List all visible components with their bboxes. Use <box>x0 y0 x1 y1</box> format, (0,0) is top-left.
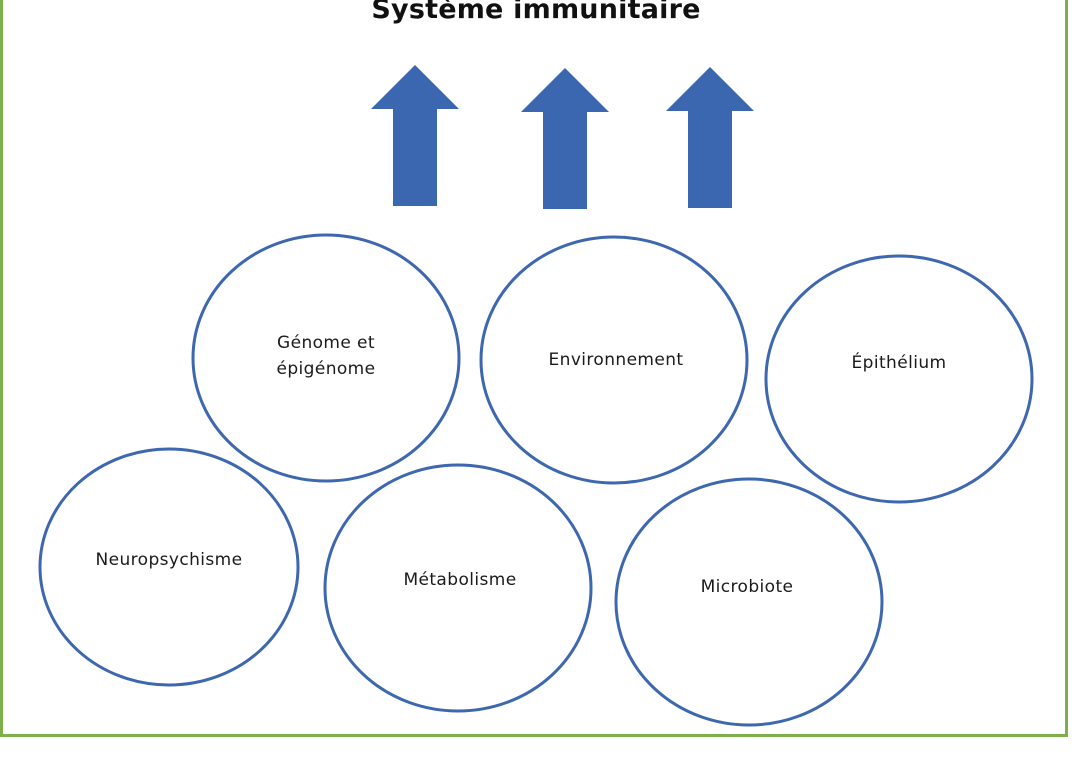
factor-label-metabolisme: Métabolisme <box>403 567 516 593</box>
factor-label-neuropsychisme: Neuropsychisme <box>96 547 243 573</box>
factor-label-line: Épithélium <box>851 353 947 373</box>
factor-label-microbiote: Microbiote <box>701 574 794 600</box>
factor-label-line: Métabolisme <box>403 570 517 590</box>
factor-ellipse-microbiote <box>614 477 884 727</box>
up-arrow-icon <box>521 68 609 209</box>
factor-label-environnement: Environnement <box>549 347 684 373</box>
diagram-frame <box>0 0 1068 737</box>
diagram-title: Système immunitaire <box>371 0 701 25</box>
up-arrow-icon <box>666 67 754 208</box>
up-arrow-icon <box>371 65 459 206</box>
factor-ellipse-neuropsychisme <box>38 447 300 687</box>
factor-ellipse-epithelium <box>764 254 1034 504</box>
factor-ellipse-environnement <box>479 235 749 485</box>
factor-label-line: Génome et <box>277 333 375 353</box>
factor-label-line: Microbiote <box>700 577 794 597</box>
factor-label-epithelium: Épithélium <box>852 350 947 376</box>
factor-label-genome: Génome et épigénome <box>276 330 375 382</box>
factor-label-line: Neuropsychisme <box>95 550 243 570</box>
factor-label-line: épigénome <box>276 359 376 379</box>
factor-ellipse-metabolisme <box>323 463 593 713</box>
factor-label-line: Environnement <box>548 350 684 370</box>
factor-ellipse-genome <box>191 233 461 483</box>
